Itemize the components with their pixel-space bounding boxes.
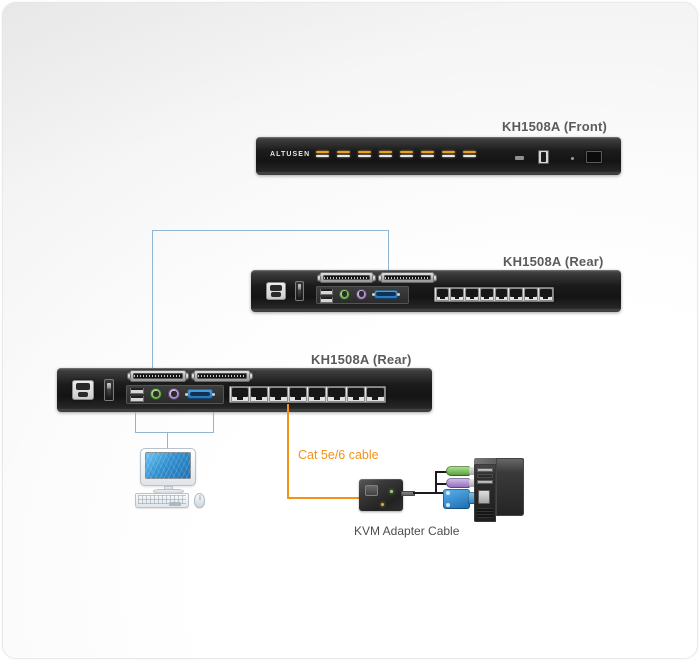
front-display-panel [586,151,602,163]
port-led-3 [358,151,371,157]
console-line-join [135,432,214,433]
rj45-port [494,288,509,301]
rj45-port [509,288,523,301]
adapter-wire-to-mouse [435,471,447,473]
rj45-port [288,387,307,402]
chassis-highlight [256,137,621,152]
daisy-chain-in-port [127,370,189,382]
port-led-1 [316,151,329,157]
adapter-wire-to-keyboard [435,483,447,485]
vga-port [185,389,215,399]
power-switch[interactable] [104,379,114,401]
port-led-6 [421,151,434,157]
front-status-led [571,157,574,160]
console-line-left [135,412,136,432]
adapter-wire-riser [435,471,437,494]
rj45-port [538,288,553,301]
adapter-wire-to-vga [435,492,447,494]
chassis-footline [251,309,621,312]
port-led-2 [337,151,350,157]
port-led-5 [400,151,413,157]
monitor-screen [145,452,191,479]
caption-front-panel: KH1508A (Front) [502,119,608,134]
power-socket [266,282,286,300]
local-console [133,448,208,508]
port-led-4 [379,151,392,157]
drive-bay [477,468,493,472]
rj45-port [308,387,327,402]
power-socket [72,380,94,400]
rj45-port [435,288,450,301]
port-led-7 [442,151,455,157]
kvm-adapter-dongle [359,479,403,511]
ps2-mouse-port [339,289,350,300]
adapter-window [365,485,378,496]
device-rear-panel-secondary [251,270,621,312]
chain-line-segment-down [152,230,153,370]
console-line-right [213,412,214,432]
ps2-mouse-connector [446,466,477,476]
monitor-neck [164,486,173,490]
chassis-footline [57,409,432,412]
daisy-chain-out-port [378,272,437,283]
pc-tower [474,458,524,522]
tower-vent [477,508,493,518]
vga-connector [443,489,479,509]
port-led-8 [463,151,476,157]
chain-line-segment-across [152,230,389,231]
rj45-port [366,387,385,402]
adapter-wire-trunk [413,492,437,494]
rj45-port [346,387,366,402]
rj45-port [269,387,288,402]
kvm-adapter-label: KVM Adapter Cable [354,524,460,538]
console-line-drop [167,432,168,451]
kvm-station-ports [434,287,554,302]
ps2-keyboard-connector [446,478,477,488]
tower-power-button-area[interactable] [478,490,490,504]
brand-logo: ALTUSEN [270,151,311,158]
caption-rear-panel-secondary: KH1508A (Rear) [503,254,604,269]
ps2-keyboard-port [356,289,367,300]
rj45-port [230,387,249,402]
front-reset-label [515,156,524,160]
rj45-port [327,387,346,402]
drive-bay [477,480,493,484]
cat5-cable-vertical [287,404,289,499]
rj45-port [479,288,494,301]
device-rear-panel-primary [57,368,432,412]
ps2-mouse-port [150,388,162,400]
cat5-cable-label: Cat 5e/6 cable [298,448,379,462]
rj45-port [450,288,464,301]
chassis-footline [256,172,621,175]
chain-line-segment-up [388,230,389,272]
mouse [194,493,205,508]
tower-front-panel [474,464,496,522]
io-plate [126,385,224,404]
rj45-port [524,288,538,301]
cat5-cable-horizontal [287,497,359,499]
daisy-chain-in-port [317,272,376,283]
caption-rear-panel-primary: KH1508A (Rear) [311,352,412,367]
rj45-port [465,288,479,301]
tower-side-panel [496,458,524,516]
monitor-base [153,489,184,494]
kvm-station-ports [229,386,386,403]
ps2-keyboard-port [168,388,180,400]
power-switch[interactable] [295,281,304,301]
usb-ports [320,288,333,303]
rj45-port [249,387,269,402]
keyboard-touchpad-area [169,502,181,506]
vga-port [372,290,400,299]
adapter-power-led [381,503,384,506]
usb-ports [130,387,144,402]
adapter-plug [401,491,415,496]
daisy-chain-out-port [191,370,253,382]
front-console-port [538,150,549,164]
adapter-link-led [390,490,393,493]
keyboard [135,493,189,508]
drive-bay [477,474,493,478]
device-front-panel: ALTUSEN [256,137,621,175]
io-plate [316,286,409,304]
